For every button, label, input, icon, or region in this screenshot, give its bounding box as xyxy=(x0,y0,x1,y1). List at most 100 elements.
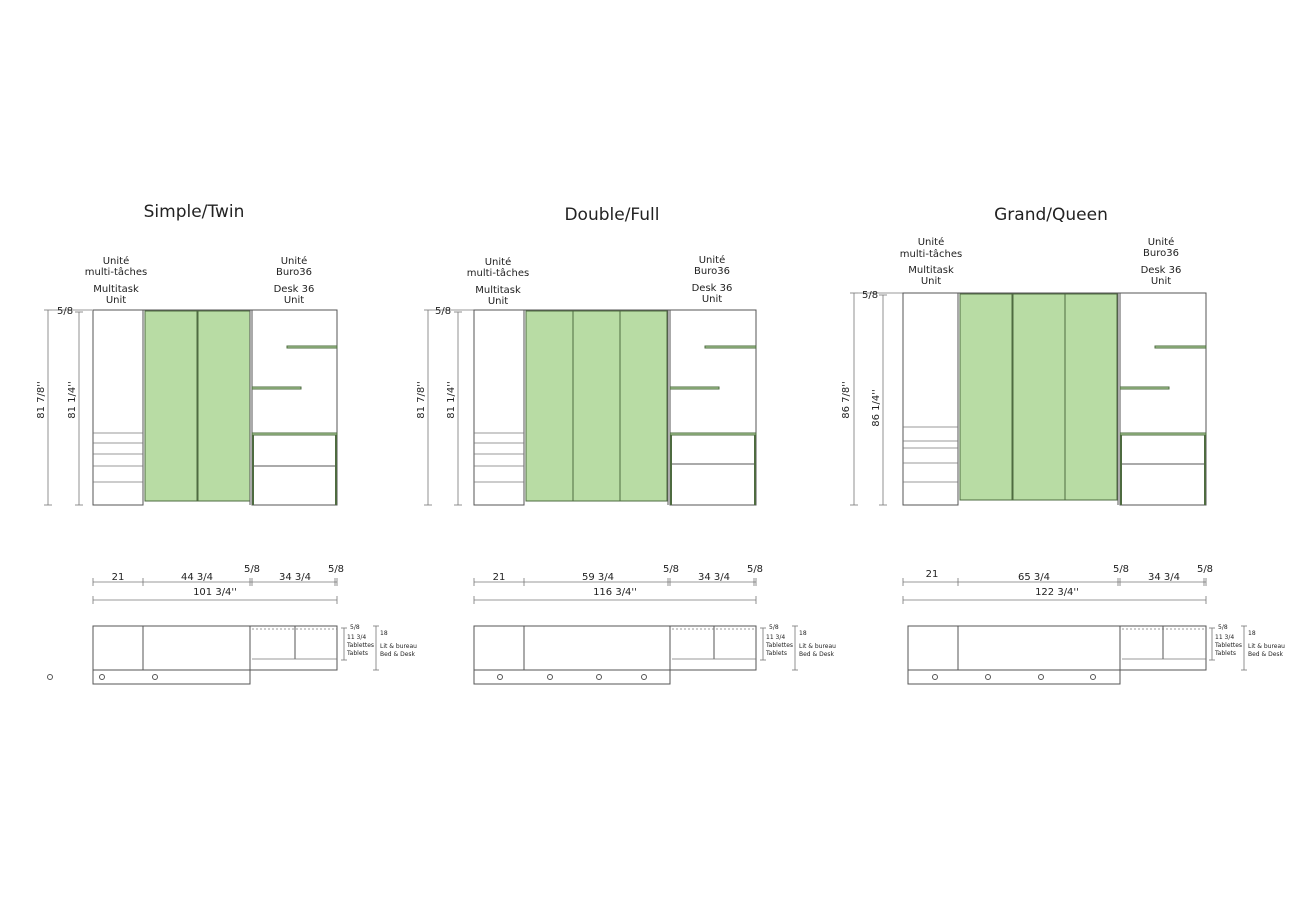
config-title: Double/Full xyxy=(564,205,659,225)
bed-panel xyxy=(619,310,668,502)
desk-unit xyxy=(669,309,757,506)
desk-label-en-1: Desk 36 xyxy=(1141,265,1182,276)
desk-top xyxy=(251,432,338,436)
width-end: 5/8 xyxy=(747,564,763,575)
caster xyxy=(1038,674,1044,680)
plan-bed-base xyxy=(907,669,1121,685)
shelf-gap: 5/8 xyxy=(769,624,779,631)
desk-label-fr-2: Buro36 xyxy=(276,267,312,278)
multitask-label-en-2: Unit xyxy=(106,295,126,306)
width-desk: 34 3/4 xyxy=(279,572,311,583)
caster xyxy=(547,674,553,680)
width-bed: 59 3/4 xyxy=(582,572,614,583)
caster xyxy=(497,674,503,680)
bed-desk-fr: Lit & bureau xyxy=(380,643,417,650)
width-bed: 44 3/4 xyxy=(181,572,213,583)
unit-height-label: 81 1/4'' xyxy=(446,381,457,419)
caster xyxy=(932,674,938,680)
bed-desk-en: Bed & Desk xyxy=(799,651,835,658)
desk-top xyxy=(669,432,757,436)
width-gap: 5/8 xyxy=(1113,564,1129,575)
plan-bed xyxy=(907,625,1121,671)
desk-label-en-1: Desk 36 xyxy=(692,283,733,294)
shelf-depth: 11 3/4 xyxy=(347,634,366,641)
desk-top xyxy=(1119,432,1207,436)
desk-label-en-2: Unit xyxy=(1151,276,1171,287)
multitask-label-en-1: Multitask xyxy=(908,265,954,276)
caster xyxy=(152,674,158,680)
bed-depth: 18 xyxy=(1248,630,1256,637)
total-height-label: 81 7/8'' xyxy=(416,381,427,419)
bed-desk-en: Bed & Desk xyxy=(380,651,416,658)
total-height-label: 81 7/8'' xyxy=(36,381,47,419)
config-simple-twin: Simple/Twin Unité multi-tâches Multitask… xyxy=(36,202,417,685)
top-gap-label: 5/8 xyxy=(862,290,878,301)
total-height-label: 86 7/8'' xyxy=(841,381,852,419)
width-end: 5/8 xyxy=(328,564,344,575)
bed-desk-en: Bed & Desk xyxy=(1248,651,1284,658)
config-grand-queen: Grand/Queen Unité multi-tâches Multitask… xyxy=(841,205,1285,685)
caster xyxy=(47,674,53,680)
bed-depth: 18 xyxy=(380,630,388,637)
plan-bed xyxy=(92,625,251,671)
caster xyxy=(641,674,647,680)
desk-label-fr-2: Buro36 xyxy=(1143,248,1179,259)
bed-desk-fr: Lit & bureau xyxy=(799,643,836,650)
bed-panel xyxy=(1064,293,1118,501)
width-multitask: 21 xyxy=(112,572,125,583)
caster xyxy=(985,674,991,680)
width-gap: 5/8 xyxy=(244,564,260,575)
width-multitask: 21 xyxy=(926,569,939,580)
top-gap-label: 5/8 xyxy=(57,306,73,317)
multitask-label-en-1: Multitask xyxy=(93,284,139,295)
unit-height-label: 81 1/4'' xyxy=(67,381,78,419)
multitask-label-fr-2: multi-tâches xyxy=(85,266,147,278)
config-double-full: Double/Full Unité multi-tâches Multitask… xyxy=(416,205,836,685)
multitask-unit xyxy=(902,292,959,506)
width-desk: 34 3/4 xyxy=(1148,572,1180,583)
bed-desk-fr: Lit & bureau xyxy=(1248,643,1285,650)
caster xyxy=(1090,674,1096,680)
width-multitask: 21 xyxy=(493,572,506,583)
shelf-depth: 11 3/4 xyxy=(766,634,785,641)
shelf xyxy=(704,345,757,349)
bed-depth: 18 xyxy=(799,630,807,637)
plan-bed xyxy=(473,625,671,671)
shelf xyxy=(1119,386,1170,390)
multitask-label-en-2: Unit xyxy=(921,276,941,287)
desk-label-en-2: Unit xyxy=(284,295,304,306)
shelf-depth: 11 3/4 xyxy=(1215,634,1234,641)
shelf-gap: 5/8 xyxy=(350,624,360,631)
caster xyxy=(99,674,105,680)
shelf-fr: Tablettes xyxy=(765,642,793,649)
bed-panel xyxy=(1012,293,1066,501)
multitask-label-en-1: Multitask xyxy=(475,285,521,296)
shelf xyxy=(1154,345,1207,349)
multitask-label-en-2: Unit xyxy=(488,296,508,307)
shelf-fr: Tablettes xyxy=(1214,642,1242,649)
width-gap: 5/8 xyxy=(663,564,679,575)
config-title: Simple/Twin xyxy=(144,202,245,222)
desk-unit xyxy=(251,309,338,506)
width-end: 5/8 xyxy=(1197,564,1213,575)
plan-bed-base xyxy=(92,669,251,685)
width-bed: 65 3/4 xyxy=(1018,572,1050,583)
desk-label-fr-2: Buro36 xyxy=(694,266,730,277)
multitask-unit xyxy=(473,309,525,506)
desk-label-en-2: Unit xyxy=(702,294,722,305)
desk-label-fr-1: Unité xyxy=(699,254,726,266)
bed-panel xyxy=(525,310,574,502)
shelf xyxy=(251,386,302,390)
multitask-unit xyxy=(92,309,144,506)
desk-unit xyxy=(1119,292,1207,506)
total-width: 101 3/4'' xyxy=(193,587,237,598)
plan-desk xyxy=(249,625,338,671)
shelf-en: Tablets xyxy=(765,650,787,657)
desk-label-fr-1: Unité xyxy=(281,255,308,267)
plan-bed-base xyxy=(473,669,671,685)
caster xyxy=(596,674,602,680)
shelf-gap: 5/8 xyxy=(1218,624,1228,631)
unit-height-label: 86 1/4'' xyxy=(871,389,882,427)
shelf xyxy=(669,386,720,390)
